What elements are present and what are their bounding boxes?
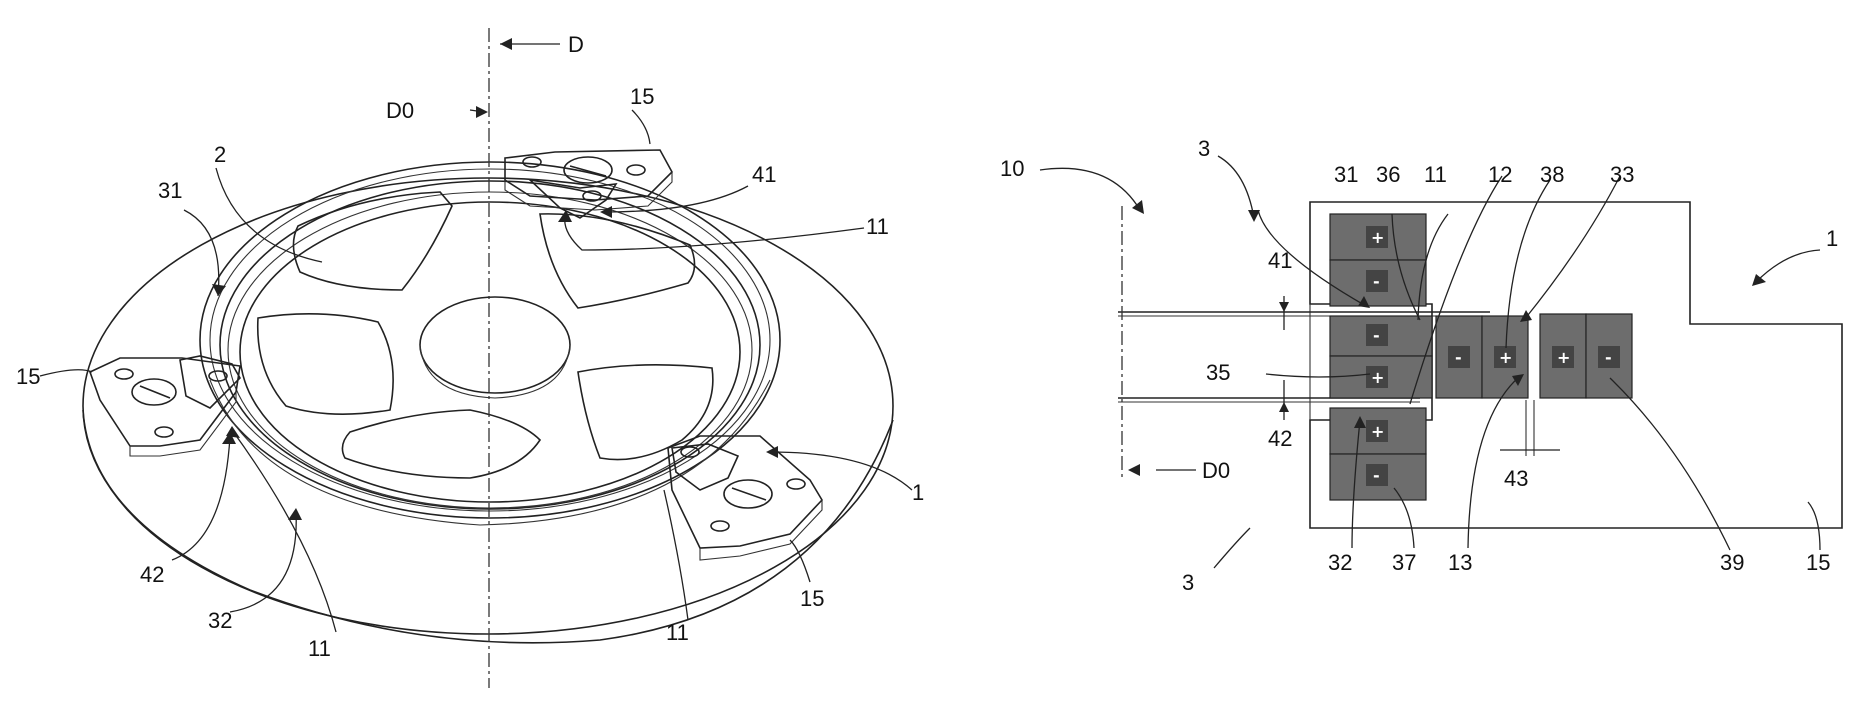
- label-d0-right: D0: [1202, 458, 1230, 483]
- sign-8: +: [1499, 348, 1512, 367]
- label-15: 15: [1806, 550, 1830, 575]
- label-33: 33: [1610, 162, 1634, 187]
- holder-block-left: [90, 356, 240, 456]
- label-11-right: 11: [666, 620, 689, 645]
- ring-outer-inner-edge: [210, 169, 770, 511]
- label-39: 39: [1720, 550, 1744, 575]
- magnet-stack: [1330, 214, 1632, 500]
- label-43: 43: [1504, 466, 1528, 491]
- label-1: 1: [912, 480, 924, 505]
- wheel-window-4: [342, 410, 540, 478]
- label-36: 36: [1376, 162, 1400, 187]
- label-41: 41: [1268, 248, 1292, 273]
- sign-5: +: [1371, 422, 1384, 441]
- wheel-window-5: [258, 314, 393, 414]
- leader-33: [1524, 176, 1620, 320]
- leader-10: [1040, 168, 1140, 210]
- leader-15: [1808, 502, 1820, 550]
- arrow-d: [500, 38, 512, 50]
- label-d0: D0: [386, 98, 414, 123]
- leader-39: [1610, 378, 1730, 550]
- wheel-window-2: [540, 214, 695, 308]
- wheel-hub-side: [420, 345, 570, 398]
- outer-plate-edge: [83, 410, 893, 643]
- label-10: 10: [1000, 156, 1024, 181]
- leader-3-top: [1218, 156, 1254, 218]
- label-12: 12: [1488, 162, 1512, 187]
- leader-15-top: [632, 110, 650, 144]
- right-section-view: + - - + + - - + + -: [1000, 136, 1842, 595]
- leader-42: [172, 436, 230, 560]
- arrow-d0: [476, 106, 488, 118]
- screw-head-top: [564, 157, 612, 183]
- label-31: 31: [158, 178, 182, 203]
- sign-2: -: [1373, 272, 1380, 291]
- label-15-top: 15: [630, 84, 654, 109]
- leader-11-right: [664, 490, 688, 620]
- label-d: D: [568, 32, 584, 57]
- leader-3-bottom: [1214, 528, 1250, 568]
- label-31: 31: [1334, 162, 1358, 187]
- label-15-left: 15: [16, 364, 40, 389]
- sign-6: -: [1373, 466, 1380, 485]
- label-2: 2: [214, 142, 226, 167]
- label-32: 32: [1328, 550, 1352, 575]
- leader-13: [1468, 376, 1520, 548]
- wheel-hub: [420, 297, 570, 393]
- label-11: 11: [1424, 162, 1447, 187]
- sign-1: +: [1371, 228, 1384, 247]
- label-11-top: 11: [866, 214, 889, 239]
- leader-15-left: [40, 370, 92, 376]
- leader-1: [1756, 250, 1820, 282]
- sign-4: +: [1371, 368, 1384, 387]
- label-3-bottom: 3: [1182, 570, 1194, 595]
- label-42: 42: [140, 562, 164, 587]
- leader-32: [230, 512, 296, 612]
- label-3-top: 3: [1198, 136, 1210, 161]
- ring-outer: [200, 162, 780, 518]
- sign-9: +: [1557, 348, 1570, 367]
- holder-block-top: [505, 150, 672, 218]
- sign-10: -: [1605, 348, 1612, 367]
- label-42: 42: [1268, 426, 1292, 451]
- sign-3: -: [1373, 326, 1380, 345]
- label-37: 37: [1392, 550, 1416, 575]
- label-13: 13: [1448, 550, 1472, 575]
- label-1: 1: [1826, 226, 1838, 251]
- sign-7: -: [1455, 348, 1462, 367]
- label-15-right: 15: [800, 586, 824, 611]
- label-11-left: 11: [308, 636, 331, 661]
- label-35: 35: [1206, 360, 1230, 385]
- leader-1: [770, 452, 912, 490]
- label-32: 32: [208, 608, 232, 633]
- ring-thickness: [210, 380, 770, 525]
- label-41: 41: [752, 162, 776, 187]
- label-38: 38: [1540, 162, 1564, 187]
- left-perspective-view: D D0 15 15 15 31 2 41 11 11 11 1 42 32: [16, 28, 924, 688]
